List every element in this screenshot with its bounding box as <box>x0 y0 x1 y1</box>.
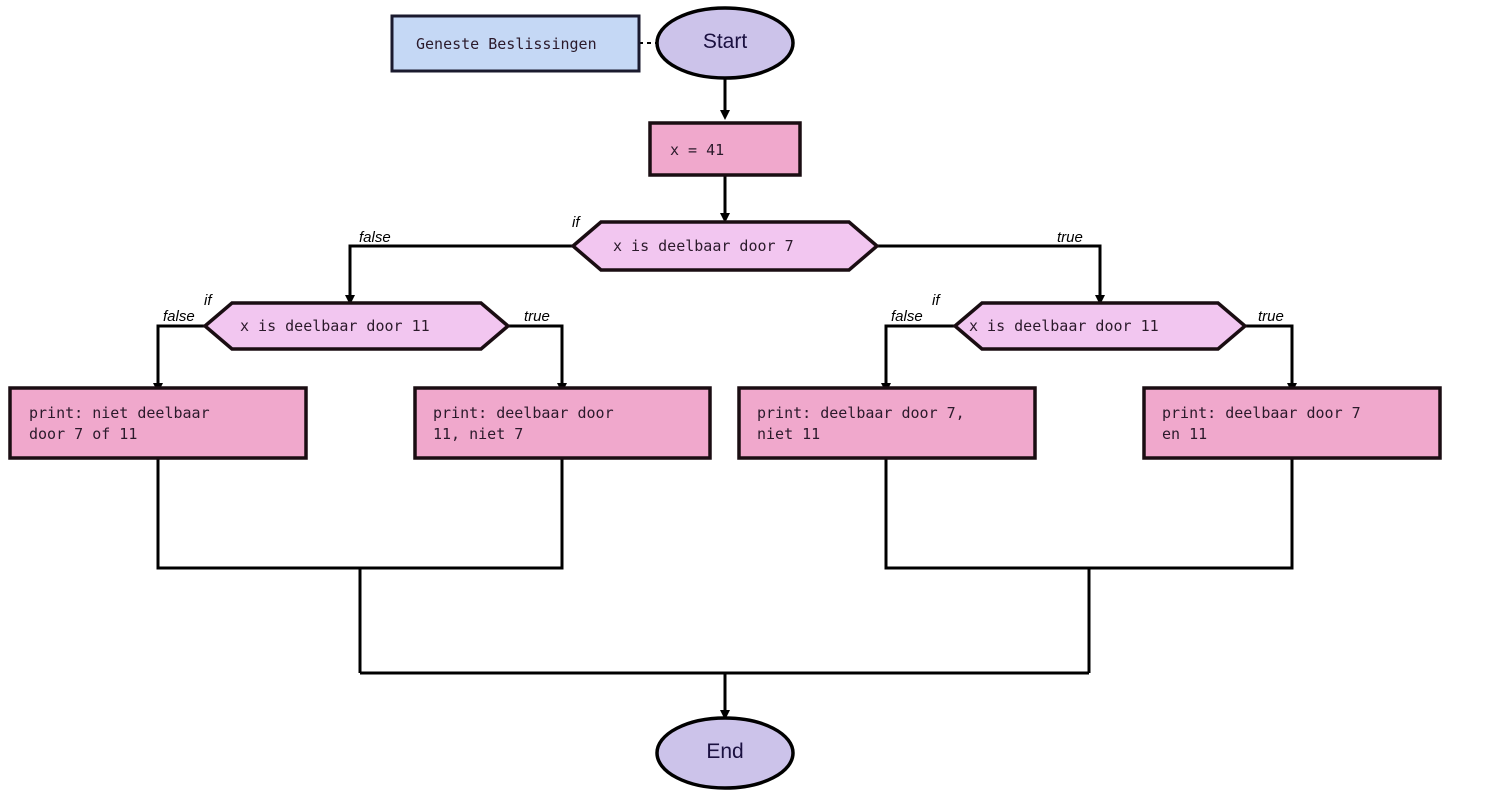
node-title-box <box>390 14 641 73</box>
node-decision-11-left <box>202 301 511 351</box>
node-print-11-only <box>413 386 712 460</box>
node-decision-11-right <box>952 301 1248 351</box>
node-decision-7 <box>570 220 880 272</box>
edge-decision7-true <box>877 244 1102 290</box>
edge-right-false <box>884 324 955 375</box>
edge-decision7-false <box>348 244 573 290</box>
edge-left-false <box>156 324 205 375</box>
edge-right-true <box>1245 324 1294 375</box>
node-print-7-only <box>737 386 1037 460</box>
node-assign <box>648 121 802 177</box>
node-start <box>655 6 795 80</box>
node-print-neither <box>8 386 308 460</box>
edge-left-merge <box>156 458 564 570</box>
node-print-both <box>1142 386 1442 460</box>
edge-left-true <box>508 324 564 375</box>
node-end <box>655 716 795 790</box>
edge-right-merge <box>884 458 1294 570</box>
